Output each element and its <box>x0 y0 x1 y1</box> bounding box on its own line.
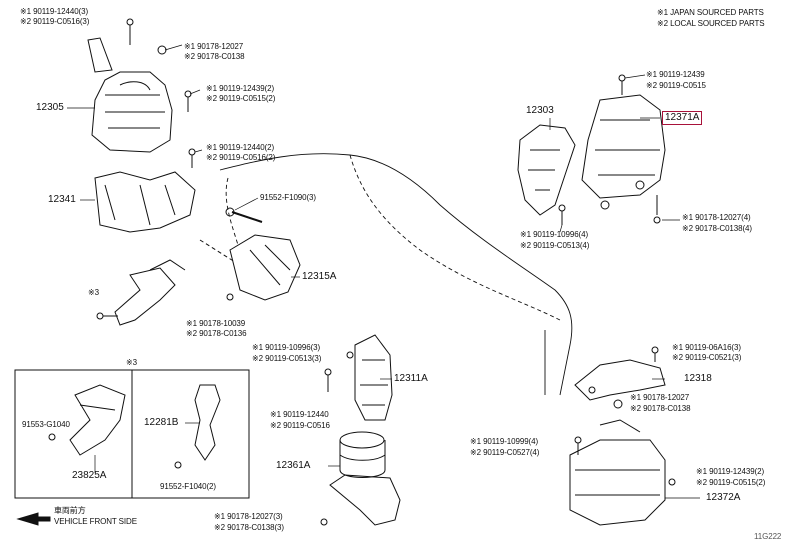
part-12311A-label[interactable]: 12311A <box>394 373 428 384</box>
callout-7b: ※2 90119-C0515 <box>646 81 706 90</box>
bracket-12318 <box>574 346 666 409</box>
callout-5: 91552-F1090(3) <box>260 193 316 202</box>
mount-12305 <box>87 18 192 153</box>
part-12361A-label[interactable]: 12361A <box>276 460 311 471</box>
callout-13a: ※1 90178-12027 <box>630 393 690 402</box>
callout-12a: ※1 90119-06A16(3) <box>672 343 741 352</box>
bracket-left-lower <box>96 259 186 326</box>
callout-18: 91552-F1040(2) <box>160 482 216 491</box>
callout-11a: ※1 90119-12440 <box>270 410 329 419</box>
legend-japan: ※1 JAPAN SOURCED PARTS <box>657 8 764 17</box>
callout-9a: ※1 90119-10996(4) <box>520 230 589 239</box>
bracket-12303 <box>517 124 576 225</box>
engine-outline <box>219 153 573 396</box>
callout-6b: ※2 90178-C0136 <box>186 329 247 338</box>
callout-8a: ※1 90178-12027(4) <box>682 213 751 222</box>
callout-16b: ※2 90178-C0138(3) <box>214 523 284 532</box>
callout-3a: ※1 90119-12439(2) <box>206 84 275 93</box>
callout-11b: ※2 90119-C0516 <box>270 421 330 430</box>
part-12305-label[interactable]: 12305 <box>36 102 64 113</box>
bracket-12315A <box>199 207 301 301</box>
part-12281B <box>174 384 221 469</box>
front-label-en: VEHICLE FRONT SIDE <box>54 517 137 526</box>
leader-lines <box>67 44 700 499</box>
part-23825A-label[interactable]: 23825A <box>72 470 107 481</box>
part-12372A-label[interactable]: 12372A <box>706 492 741 503</box>
callout-14b: ※2 90119-C0527(4) <box>470 448 540 457</box>
legend-local: ※2 LOCAL SOURCED PARTS <box>657 19 765 28</box>
callout-16a: ※1 90178-12027(3) <box>214 512 283 521</box>
callout-2a: ※1 90178-12027 <box>184 42 244 51</box>
mount-12372A <box>569 419 676 526</box>
front-label-jp: 車両前方 <box>54 506 86 515</box>
bracket-12341 <box>94 148 196 233</box>
callout-14a: ※1 90119-10999(4) <box>470 437 539 446</box>
front-arrow-icon <box>16 512 51 526</box>
part-12341-label[interactable]: 12341 <box>48 194 76 205</box>
callout-8b: ※2 90178-C0138(4) <box>682 224 752 233</box>
mount-12361A <box>320 431 401 526</box>
callout-10a: ※1 90119-10996(3) <box>252 343 321 352</box>
part-12303-label[interactable]: 12303 <box>526 105 554 116</box>
callout-2b: ※2 90178-C0138 <box>184 52 245 61</box>
callout-7a: ※1 90119-12439 <box>646 70 705 79</box>
callout-12b: ※2 90119-C0521(3) <box>672 353 742 362</box>
callout-15a: ※1 90119-12439(2) <box>696 467 765 476</box>
callout-3b: ※2 90119-C0515(2) <box>206 94 276 103</box>
callout-6a: ※1 90178-10039 <box>186 319 246 328</box>
callout-13b: ※2 90178-C0138 <box>630 404 691 413</box>
part-12371A-label[interactable]: 12371A <box>662 111 703 125</box>
callout-4a: ※1 90119-12440(2) <box>206 143 275 152</box>
callout-4b: ※2 90119-C0516(2) <box>206 153 276 162</box>
callout-10b: ※2 90119-C0513(3) <box>252 354 322 363</box>
note-3b: ※3 <box>126 358 137 367</box>
callout-1b: ※2 90119-C0516(3) <box>20 17 90 26</box>
diagram-code: 11G222 <box>754 532 782 541</box>
part-12281B-label[interactable]: 12281B <box>144 417 179 428</box>
mount-12371A <box>581 74 666 224</box>
part-12318-label[interactable]: 12318 <box>684 373 712 384</box>
note-3a: ※3 <box>88 288 99 297</box>
part-23825A <box>48 384 126 456</box>
bracket-12311A <box>324 334 393 421</box>
callout-17: 91553-G1040 <box>22 420 70 429</box>
part-12315A-label[interactable]: 12315A <box>302 271 337 282</box>
callout-1a: ※1 90119-12440(3) <box>20 7 89 16</box>
callout-15b: ※2 90119-C0515(2) <box>696 478 766 487</box>
callout-9b: ※2 90119-C0513(4) <box>520 241 590 250</box>
